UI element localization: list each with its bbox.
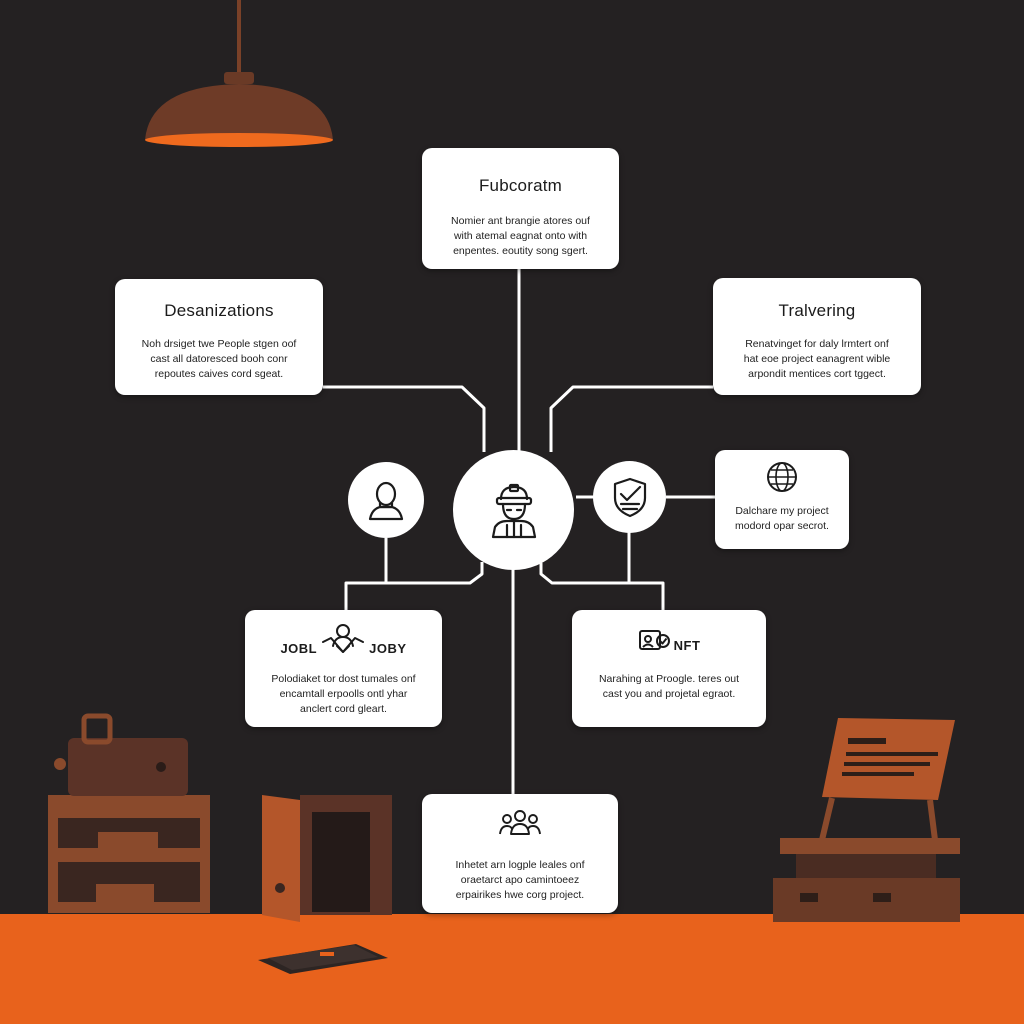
card-bottom-right-body: Narahing at Proogle. teres out cast you … xyxy=(572,672,766,702)
card-left-body: Noh drsiget twe People stgen oof cast al… xyxy=(115,337,323,382)
connectors xyxy=(323,268,715,795)
card-bottom-line: oraetarct apo camintoeez xyxy=(460,874,580,886)
card-left-line: Noh drsiget twe People stgen oof xyxy=(141,338,297,350)
card-right-small-line: modord opar secrot. xyxy=(735,520,829,532)
card-right: Tralvering Renatvinget for daly lrmtert … xyxy=(713,278,921,395)
card-bottom-right-label: NFT xyxy=(673,637,701,653)
card-left-line: repoutes caives cord sgeat. xyxy=(154,368,284,380)
left-shelf xyxy=(48,713,210,913)
card-bottom-left-line: anclert cord gleart. xyxy=(300,703,387,715)
node-right xyxy=(593,461,666,533)
card-top: Fubcoratm Nomier ant brangie atores ouf … xyxy=(422,148,619,269)
card-bottom-left: JOBL JOBY Polodiaket tor dost tumales on… xyxy=(245,610,442,727)
person-icon xyxy=(368,481,404,521)
right-desk xyxy=(773,718,960,922)
card-right-small-body: Dalchare my project modord opar secrot. xyxy=(715,504,849,534)
card-top-line: with atemal eagnat onto with xyxy=(453,230,588,242)
card-bottom-left-header: JOBL JOBY xyxy=(245,622,442,658)
card-right-small: Dalchare my project modord opar secrot. xyxy=(715,450,849,549)
phone-on-floor xyxy=(258,944,388,974)
card-right-line: Renatvinget for daly lrmtert onf xyxy=(745,338,889,350)
card-bottom: Inhetet arn logple leales onf oraetarct … xyxy=(422,794,618,913)
card-top-line: enpentes. eoutity song sgert. xyxy=(453,245,588,257)
card-bottom-right-header: NFT xyxy=(572,628,766,654)
floor xyxy=(0,914,1024,1024)
checklist-icon xyxy=(613,477,646,518)
node-center xyxy=(453,450,574,570)
card-left-title: Desanizations xyxy=(164,301,274,320)
card-top-title: Fubcoratm xyxy=(478,176,563,195)
handshake-icon xyxy=(322,624,365,653)
card-bottom-left-line: Polodiaket tor dost tumales onf xyxy=(271,673,416,685)
card-bottom-line: erpairikes hwe corg project. xyxy=(455,889,585,901)
card-bottom-right-line: Narahing at Proogle. teres out xyxy=(598,673,740,685)
card-right-line: hat eoe project eanagrent wible xyxy=(743,353,891,365)
card-left: Desanizations Noh drsiget twe People stg… xyxy=(115,279,323,395)
card-left-line: cast all datoresced booh conr xyxy=(150,353,288,365)
card-right-line: arpondit mentices cort tggect. xyxy=(748,368,886,380)
card-bottom-left-body: Polodiaket tor dost tumales onf encamtal… xyxy=(245,672,442,717)
card-bottom-left-label-right: JOBY xyxy=(369,640,407,656)
globe-icon xyxy=(767,462,797,492)
team-icon xyxy=(499,810,541,835)
card-bottom-right: NFT Narahing at Proogle. teres out cast … xyxy=(572,610,766,727)
card-bottom-body: Inhetet arn logple leales onf oraetarct … xyxy=(422,858,618,903)
card-right-small-line: Dalchare my project xyxy=(735,505,829,517)
card-bottom-right-line: cast you and projetal egraot. xyxy=(602,688,736,700)
pendant-lamp xyxy=(145,0,333,147)
card-top-line: Nomier ant brangie atores ouf xyxy=(451,215,590,227)
card-right-title: Tralvering xyxy=(778,301,856,320)
node-left xyxy=(348,462,424,538)
worker-icon xyxy=(491,483,536,539)
card-bottom-line: Inhetet arn logple leales onf xyxy=(455,859,585,871)
card-bottom-left-line: encamtall erpoolls ontl yhar xyxy=(279,688,408,700)
card-top-body: Nomier ant brangie atores ouf with atema… xyxy=(422,214,619,259)
card-right-body: Renatvinget for daly lrmtert onf hat eoe… xyxy=(713,337,921,382)
door-cabinet xyxy=(262,795,392,922)
id-badge-icon xyxy=(638,630,670,650)
card-bottom-left-label-left: JOBL xyxy=(280,640,318,656)
